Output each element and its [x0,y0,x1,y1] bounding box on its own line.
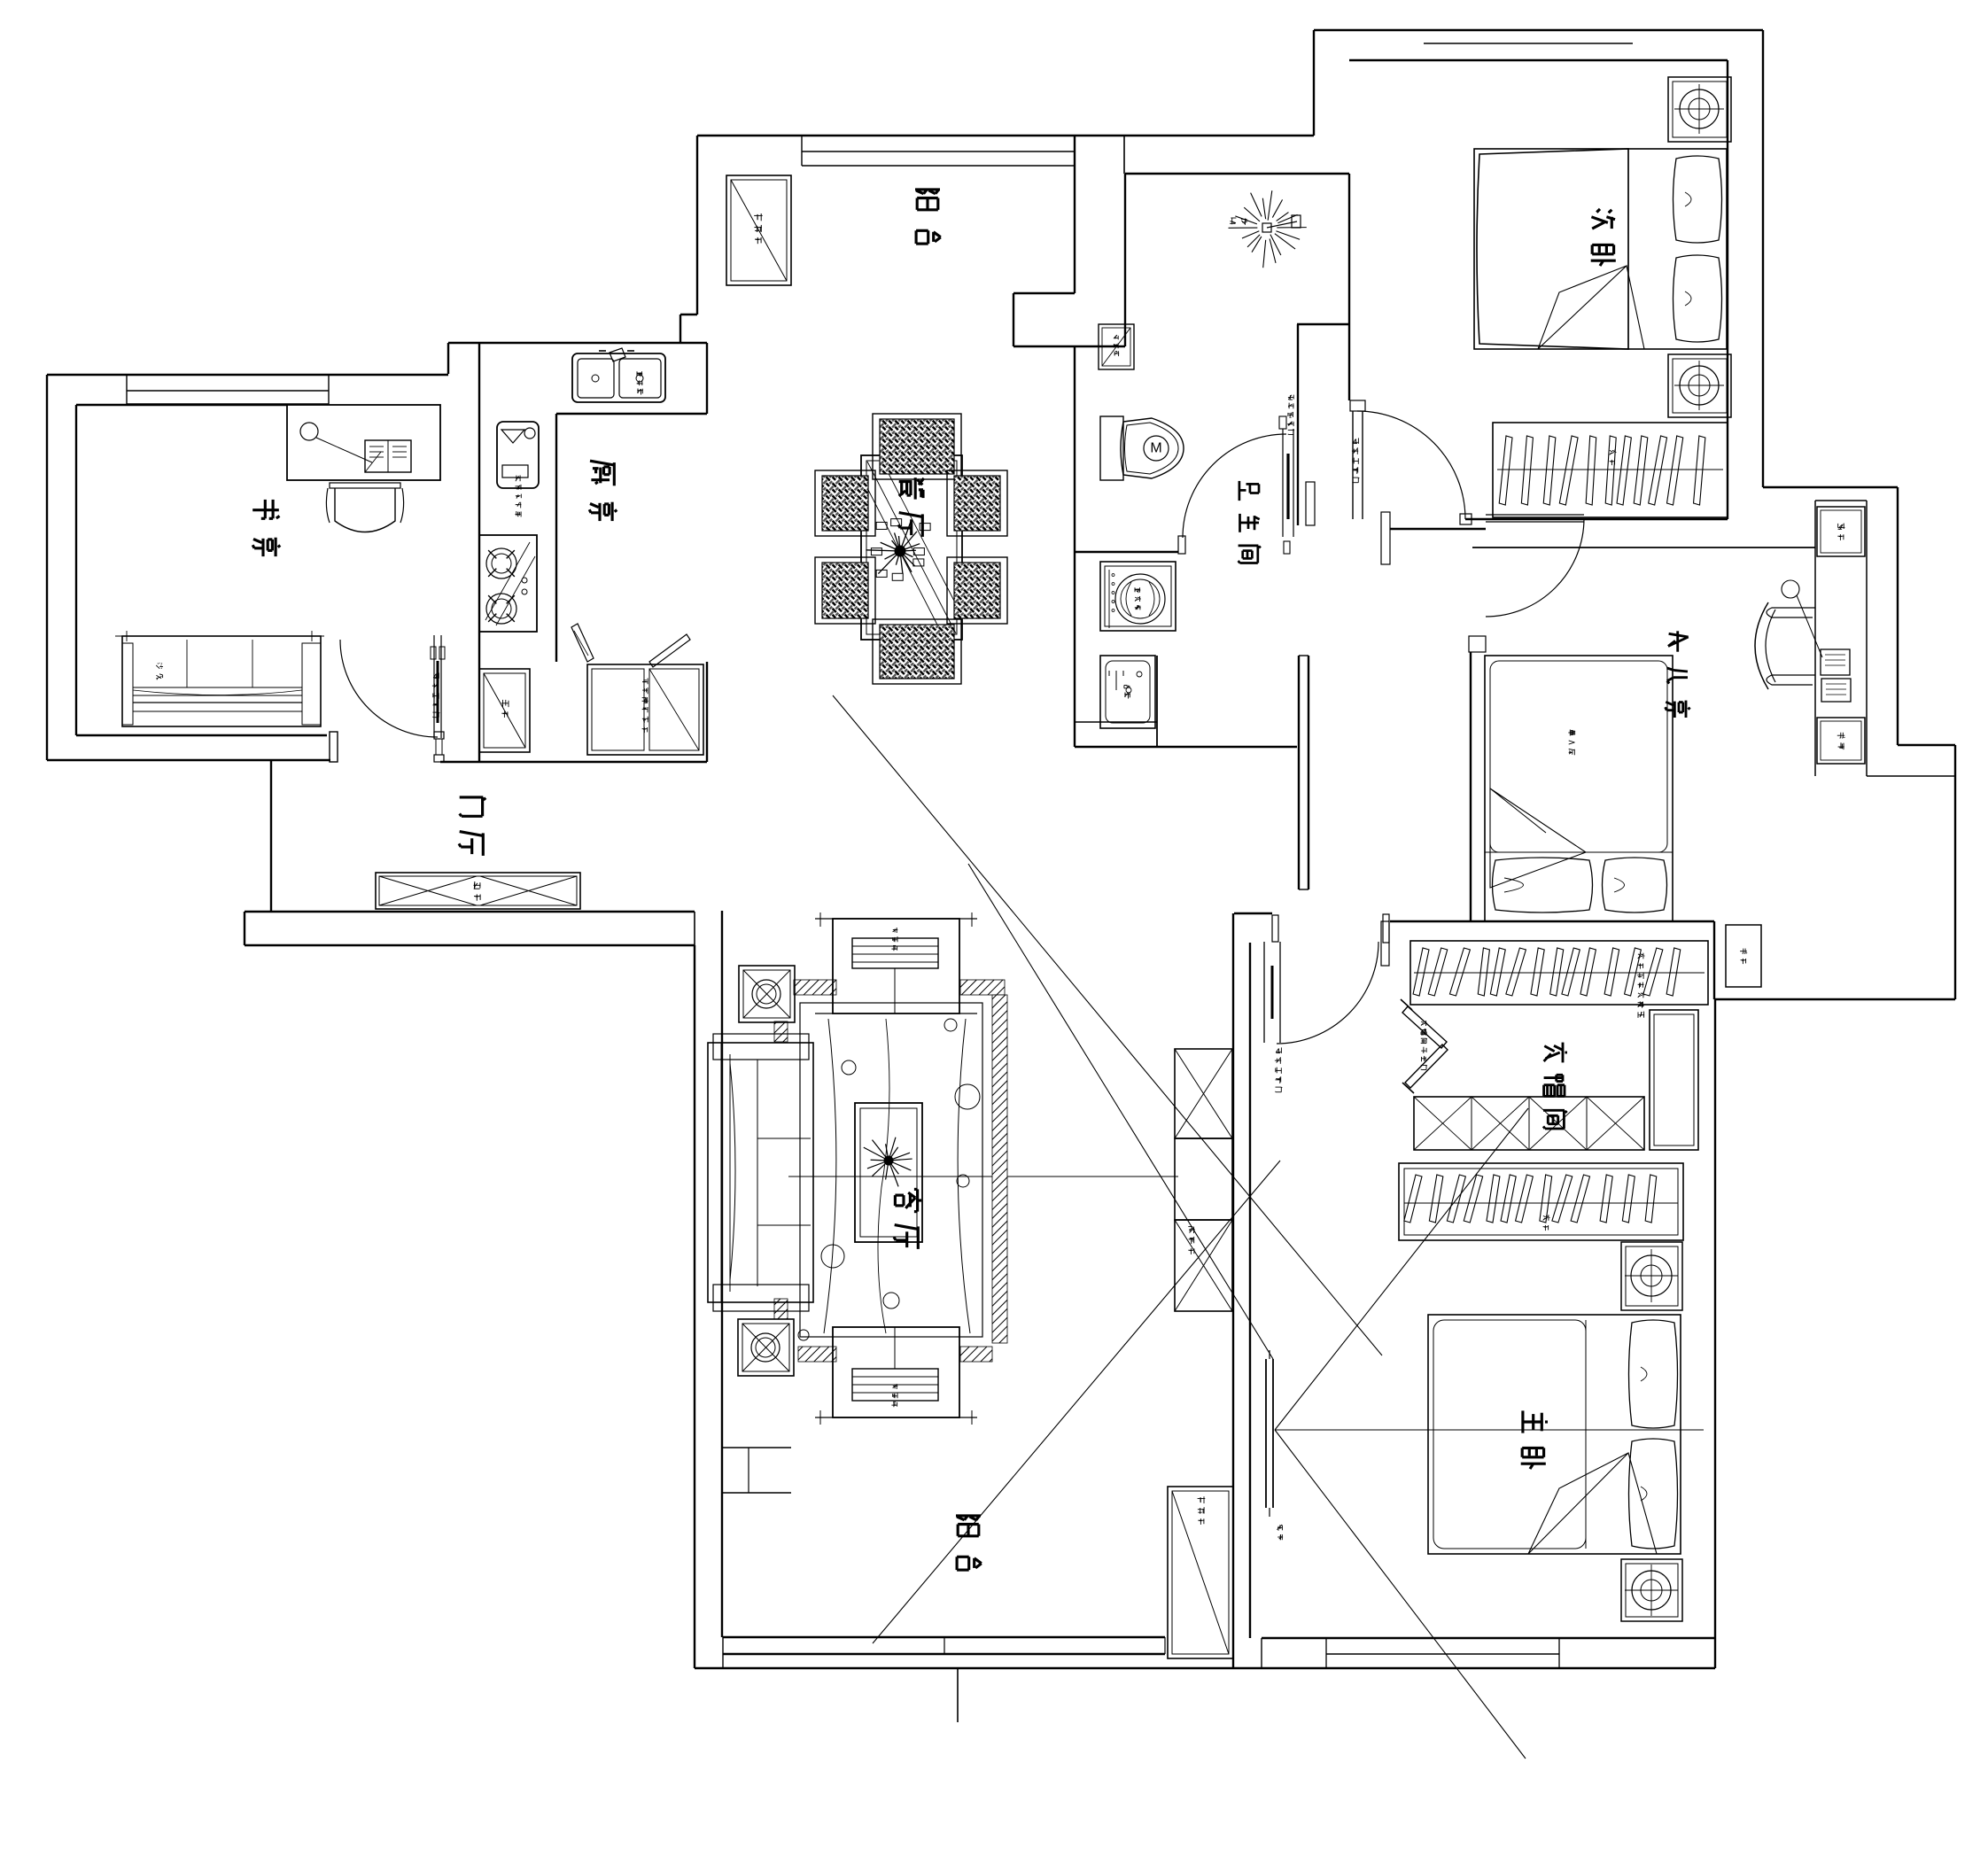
svg-text:M: M [1150,441,1161,456]
